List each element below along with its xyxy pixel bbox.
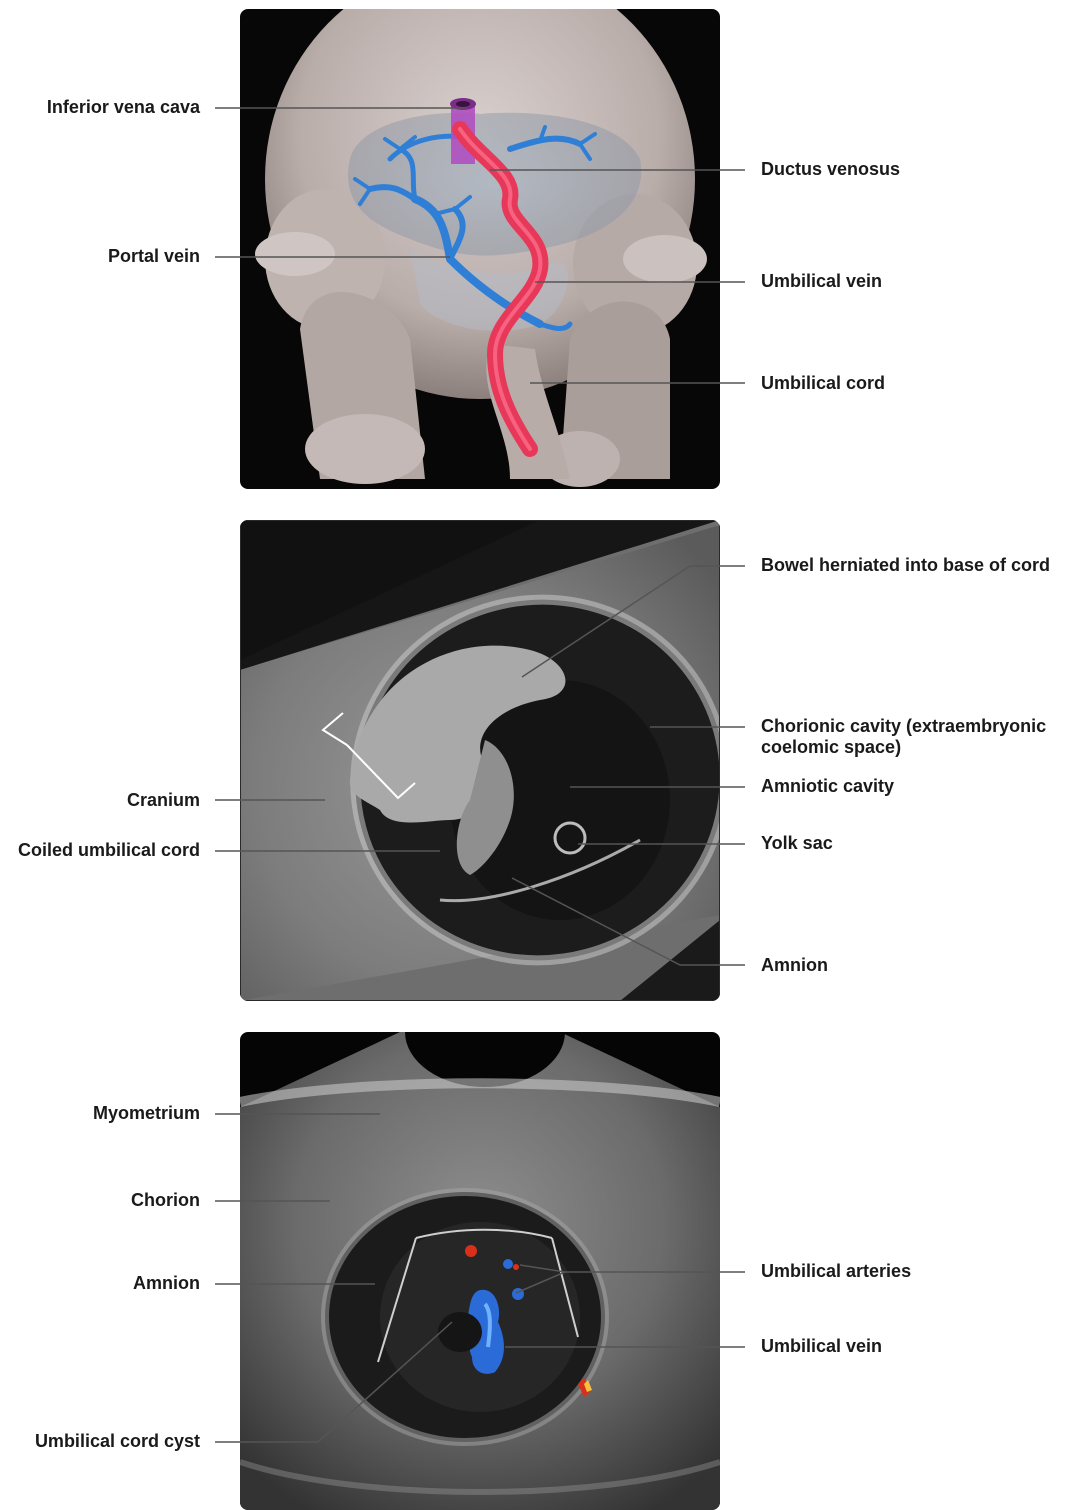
label-umbilical-arteries: Umbilical arteries [761, 1261, 911, 1282]
label-yolk-sac: Yolk sac [761, 833, 833, 854]
label-amnion-2: Amnion [133, 1273, 200, 1294]
label-ductus-venosus: Ductus venosus [761, 159, 900, 180]
label-amniotic-cavity: Amniotic cavity [761, 776, 894, 797]
label-umbilical-vein-2: Umbilical vein [761, 1336, 882, 1357]
label-cranium: Cranium [127, 790, 200, 811]
doppler-ultrasound [240, 1032, 720, 1510]
label-coiled-umbilical-cord: Coiled umbilical cord [18, 840, 200, 861]
umbilical-cord-cyst [438, 1312, 482, 1352]
label-myometrium: Myometrium [93, 1103, 200, 1124]
first-trimester-ultrasound [240, 520, 720, 1001]
label-amnion: Amnion [761, 955, 828, 976]
fetal-circulation-illustration [240, 9, 720, 489]
label-umbilical-cord: Umbilical cord [761, 373, 885, 394]
label-inferior-vena-cava: Inferior vena cava [47, 97, 200, 118]
label-umbilical-vein: Umbilical vein [761, 271, 882, 292]
label-portal-vein: Portal vein [108, 246, 200, 267]
label-chorionic-cavity: Chorionic cavity (extraembryonic coelomi… [761, 716, 1071, 758]
label-umbilical-cord-cyst: Umbilical cord cyst [35, 1431, 200, 1452]
label-chorion: Chorion [131, 1190, 200, 1211]
label-bowel-herniated: Bowel herniated into base of cord [761, 555, 1050, 576]
